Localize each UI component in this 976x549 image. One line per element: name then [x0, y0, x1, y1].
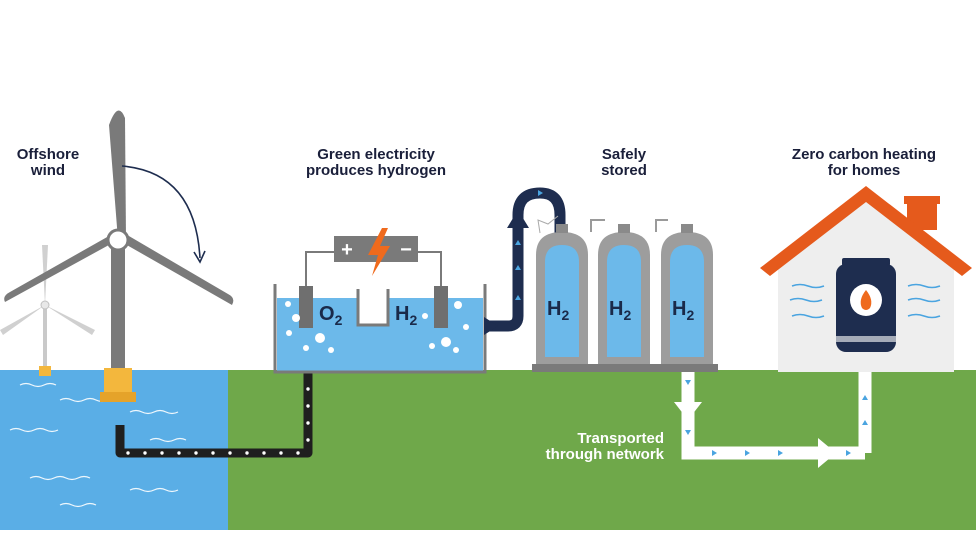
- distribution-pipe: [681, 370, 872, 460]
- network-flow-marks: [685, 380, 868, 456]
- electrolysis-tank: [273, 228, 487, 374]
- rotation-arrow: [121, 165, 201, 259]
- rotation-arrow-head: [193, 250, 206, 264]
- storage-tank-3: [661, 224, 713, 364]
- battery-plus: +: [341, 239, 353, 261]
- cable-dots: [126, 387, 310, 455]
- oxygen-formula: O2: [319, 303, 343, 328]
- pipe-arrow-into-tank: [484, 317, 498, 335]
- hydrogen-pipe: [484, 187, 566, 332]
- small-wind-turbine: [0, 245, 95, 376]
- wind-turbine: [4, 110, 234, 402]
- storage-tank-1: [536, 224, 588, 364]
- network-arrow-right: [818, 438, 836, 468]
- pipe-arrow-head: [507, 210, 529, 228]
- pipe-flow-marks: [515, 190, 543, 300]
- storage-tanks: [532, 215, 718, 372]
- sea-waves: [9, 382, 187, 508]
- network-arrow-down: [674, 402, 702, 420]
- heat-waves: [789, 283, 941, 319]
- battery-minus: −: [400, 239, 412, 261]
- tank-3-formula: H2: [672, 298, 694, 323]
- hydrogen-formula: H2: [395, 303, 417, 328]
- boiler: [836, 258, 896, 352]
- tank-2-formula: H2: [609, 298, 631, 323]
- storage-tank-2: [598, 224, 650, 364]
- tank-1-formula: H2: [547, 298, 569, 323]
